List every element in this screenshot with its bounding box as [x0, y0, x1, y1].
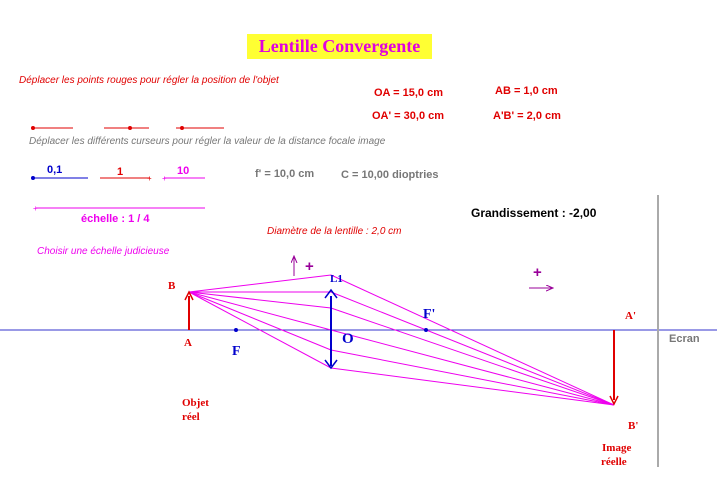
- scale-label: échelle : 1 / 4: [81, 213, 150, 225]
- focal-point-F-prime[interactable]: [424, 328, 428, 332]
- label-B-prime: B': [628, 420, 639, 432]
- label-reelle: réelle: [601, 456, 627, 468]
- plus-diameter-button[interactable]: +: [305, 258, 314, 275]
- cursor-units-label: 1: [117, 166, 124, 178]
- slider-handle-2[interactable]: [128, 126, 132, 130]
- cursor-tens-handle[interactable]: +: [162, 174, 167, 183]
- cursor-units-handle[interactable]: +: [147, 174, 152, 183]
- label-O: O: [342, 331, 354, 347]
- lens-arrow-top: [324, 288, 338, 299]
- instruction-move-cursors: Déplacer les différents curseurs pour ré…: [29, 136, 386, 147]
- label-L1: L1: [330, 273, 343, 285]
- cursor-tenths-label: 0,1: [47, 164, 63, 176]
- scale-handle[interactable]: +: [33, 204, 38, 213]
- instruction-move-points: Déplacer les points rouges pour régler l…: [19, 75, 279, 86]
- measure-AB: AB = 1,0 cm: [495, 85, 558, 97]
- focal-point-F[interactable]: [234, 328, 238, 332]
- measure-OA-prime: OA' = 30,0 cm: [372, 110, 445, 122]
- label-objet: Objet: [182, 397, 209, 409]
- label-A: A: [184, 337, 192, 349]
- plus-screen-button[interactable]: +: [533, 264, 542, 281]
- label-A-prime: A': [625, 310, 636, 322]
- slider-handle-1[interactable]: [31, 126, 35, 130]
- label-B: B: [168, 280, 176, 292]
- cursor-tens-label: 10: [177, 165, 190, 177]
- label-reel: réel: [182, 411, 200, 423]
- cursor-tenths-handle[interactable]: [31, 176, 35, 180]
- light-rays: [188, 274, 615, 406]
- measure-OA: OA = 15,0 cm: [374, 87, 443, 99]
- measure-grandissement: Grandissement : -2,00: [471, 206, 597, 220]
- instruction-choose-scale: Choisir une échelle judicieuse: [37, 246, 170, 257]
- lens-arrow-bottom: [324, 359, 338, 370]
- label-F-prime: F': [423, 307, 436, 322]
- measure-vergence: C = 10,00 dioptries: [341, 169, 439, 181]
- slider-handle-3[interactable]: [180, 126, 184, 130]
- label-image: Image: [602, 442, 632, 454]
- measure-AB-prime: A'B' = 2,0 cm: [493, 110, 561, 122]
- page-title: Lentille Convergente: [247, 34, 432, 59]
- label-ecran: Ecran: [669, 333, 700, 345]
- measure-f-prime: f' = 10,0 cm: [255, 168, 315, 180]
- measure-diametre: Diamètre de la lentille : 2,0 cm: [267, 226, 402, 237]
- label-F: F: [232, 344, 241, 359]
